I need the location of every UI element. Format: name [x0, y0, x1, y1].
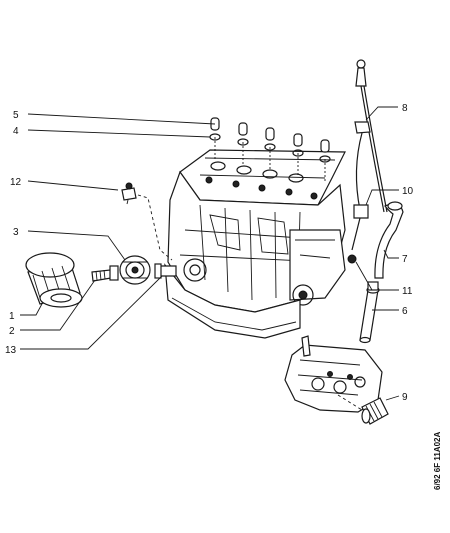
- adapter-bolt: [91, 265, 119, 282]
- callout-1: 1: [9, 311, 15, 322]
- engine-block: [164, 149, 346, 339]
- callout-7: 7: [402, 254, 408, 265]
- callout-6: 6: [402, 306, 408, 317]
- callout-2: 2: [9, 326, 15, 337]
- callout-8: 8: [402, 103, 408, 114]
- hollow-bolt: [154, 263, 177, 279]
- callout-5: 5: [13, 110, 19, 121]
- callout-4: 4: [13, 126, 19, 137]
- cylinder-head: [284, 335, 383, 413]
- oil-cooler: [119, 255, 151, 285]
- breather-tube: [359, 281, 380, 344]
- callout-13: 13: [5, 345, 17, 356]
- leader-lines: [20, 106, 400, 401]
- callout-labels: 5 4 12 3 1 2 13 8 10 7 11 6 9: [5, 103, 414, 403]
- dipstick-guide-tube: [347, 201, 404, 279]
- callout-10: 10: [402, 186, 414, 197]
- callout-3: 3: [13, 227, 19, 238]
- reference-code: 6/92 6F 11A02A: [433, 432, 442, 490]
- threaded-plug: [361, 397, 389, 425]
- sensor: [121, 182, 173, 261]
- oil-filter: [25, 252, 83, 308]
- callout-11: 11: [402, 286, 413, 297]
- callout-12: 12: [10, 177, 22, 188]
- callout-9: 9: [402, 392, 408, 403]
- dipstick: [351, 59, 388, 251]
